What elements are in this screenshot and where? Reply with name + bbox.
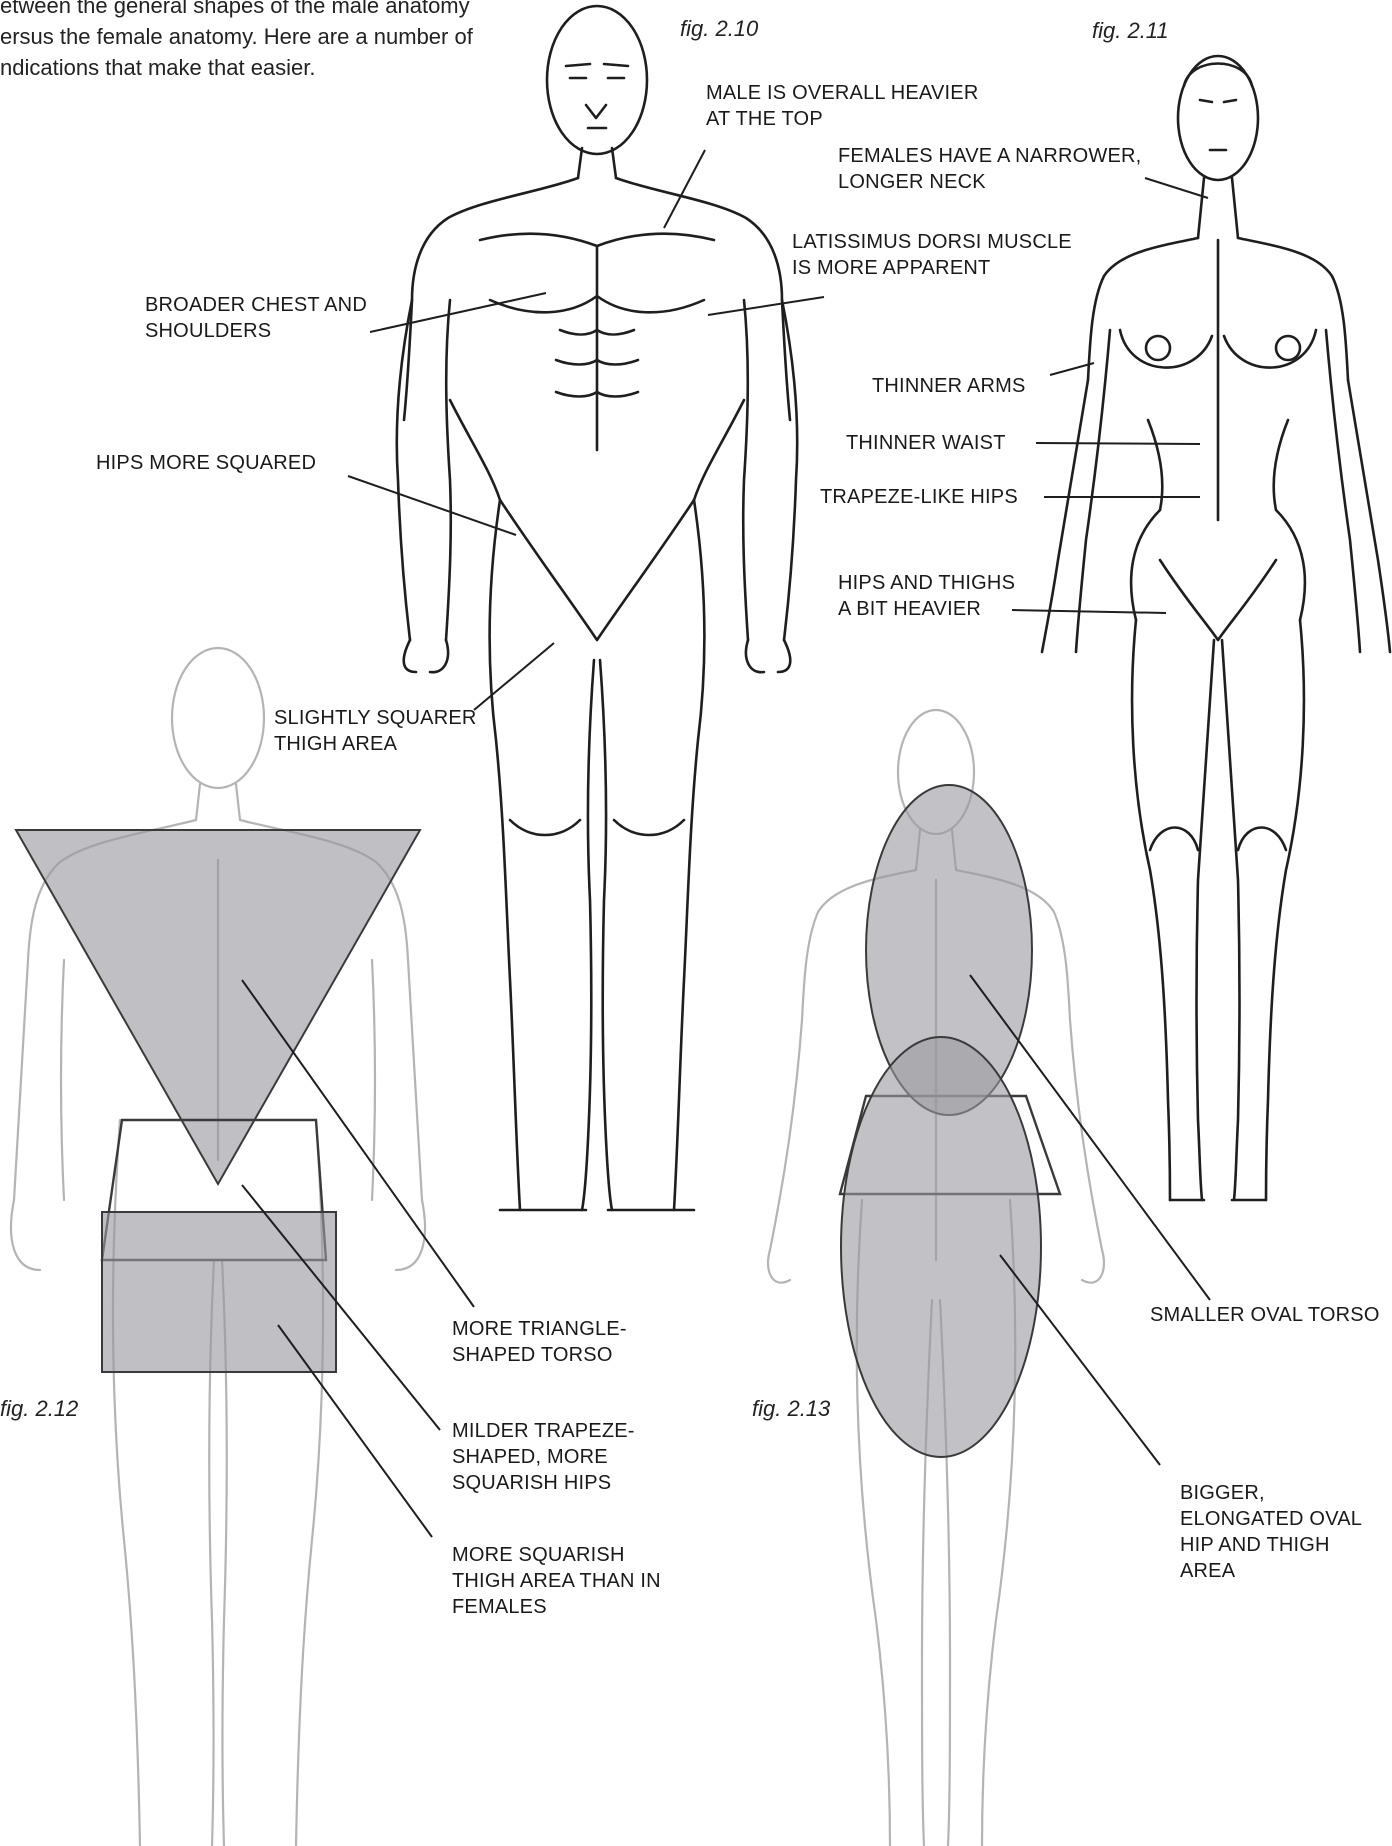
label-milder-trapeze: MILDER TRAPEZE- SHAPED, MORE SQUARISH HI… [452, 1418, 635, 1496]
male-figure-2-10 [397, 6, 797, 1210]
fig-2-13-caption: fig. 2.13 [752, 1396, 830, 1422]
label-hips-squared: HIPS MORE SQUARED [96, 450, 316, 476]
squarish-thigh-shape [102, 1212, 336, 1372]
label-triangle-torso: MORE TRIANGLE- SHAPED TORSO [452, 1316, 627, 1368]
bigger-oval-hip-shape [841, 1037, 1041, 1457]
label-thinner-arms: THINNER ARMS [872, 373, 1026, 399]
intro-line: ersus the female anatomy. Here are a num… [0, 21, 530, 52]
label-narrow-neck: FEMALES HAVE A NARROWER, LONGER NECK [838, 143, 1141, 195]
label-thinner-waist: THINNER WAIST [846, 430, 1006, 456]
intro-paragraph: etween the general shapes of the male an… [0, 0, 530, 83]
label-squarish-thigh: MORE SQUARISH THIGH AREA THAN IN FEMALES [452, 1542, 661, 1620]
intro-line: etween the general shapes of the male an… [0, 0, 530, 21]
label-squarer-thigh: SLIGHTLY SQUARER THIGH AREA [274, 705, 477, 757]
triangle-torso-shape [16, 830, 420, 1184]
label-male-heavier: MALE IS OVERALL HEAVIER AT THE TOP [706, 80, 978, 132]
fig-2-10-caption: fig. 2.10 [680, 16, 758, 42]
label-trapeze-hips: TRAPEZE-LIKE HIPS [820, 484, 1018, 510]
fig-2-11-caption: fig. 2.11 [1092, 18, 1169, 44]
shapes-figure-2-13 [840, 785, 1060, 1457]
label-bigger-oval: BIGGER, ELONGATED OVAL HIP AND THIGH ARE… [1180, 1480, 1362, 1584]
female-figure-2-11 [1042, 56, 1390, 1200]
label-hips-thighs: HIPS AND THIGHS A BIT HEAVIER [838, 570, 1015, 622]
shapes-figure-2-12 [16, 830, 420, 1372]
label-broad-chest: BROADER CHEST AND SHOULDERS [145, 292, 367, 344]
label-latissimus: LATISSIMUS DORSI MUSCLE IS MORE APPARENT [792, 229, 1072, 281]
intro-line: ndications that make that easier. [0, 52, 530, 83]
fig-2-12-caption: fig. 2.12 [0, 1396, 78, 1422]
label-smaller-oval: SMALLER OVAL TORSO [1150, 1302, 1380, 1328]
